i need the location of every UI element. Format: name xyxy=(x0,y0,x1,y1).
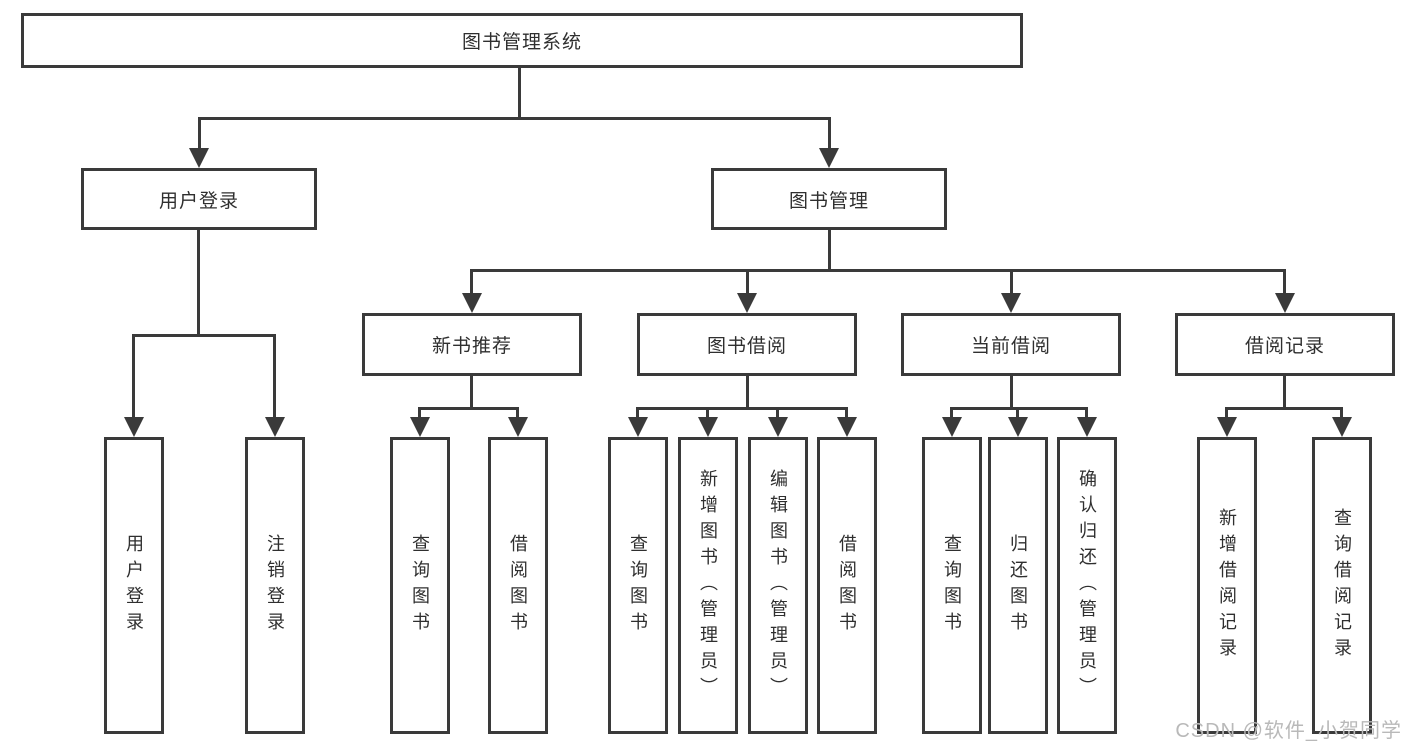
arrow-down-icon xyxy=(1008,417,1028,437)
connector-line xyxy=(746,376,749,408)
arrow-down-icon xyxy=(1001,293,1021,313)
arrow-down-icon xyxy=(410,417,430,437)
node-user-login: 用户登录 xyxy=(81,168,317,230)
connector-line xyxy=(1085,407,1088,418)
arrow-down-icon xyxy=(1077,417,1097,437)
connector-line xyxy=(776,407,779,418)
connector-line xyxy=(516,407,519,418)
arrow-down-icon xyxy=(628,417,648,437)
connector-line xyxy=(518,68,521,118)
connector-line xyxy=(636,407,848,410)
connector-line xyxy=(950,407,1088,410)
arrow-down-icon xyxy=(837,417,857,437)
connector-line xyxy=(470,269,1286,272)
leaf-edit-book-admin: 编辑图书（管理员） xyxy=(748,437,808,734)
leaf-user-login: 用户登录 xyxy=(104,437,164,734)
leaf-query-books-borrow: 查询图书 xyxy=(608,437,668,734)
leaf-query-books-current: 查询图书 xyxy=(922,437,982,734)
connector-line xyxy=(470,376,473,408)
connector-line xyxy=(470,269,473,294)
leaf-add-borrow-record: 新增借阅记录 xyxy=(1197,437,1257,734)
connector-line xyxy=(1010,376,1013,408)
connector-line xyxy=(273,334,276,418)
connector-line xyxy=(1225,407,1343,410)
connector-line xyxy=(132,334,135,418)
connector-line xyxy=(132,334,276,337)
connector-line xyxy=(1340,407,1343,418)
connector-line xyxy=(636,407,639,418)
leaf-return-book: 归还图书 xyxy=(988,437,1048,734)
arrow-down-icon xyxy=(698,417,718,437)
watermark: CSDN @软件_小贺同学 xyxy=(1175,720,1402,742)
connector-line xyxy=(1283,269,1286,294)
connector-line xyxy=(746,269,749,294)
connector-line xyxy=(1283,376,1286,408)
arrow-down-icon xyxy=(124,417,144,437)
connector-line xyxy=(845,407,848,418)
connector-line xyxy=(828,117,831,149)
connector-line xyxy=(198,117,831,120)
arrow-down-icon xyxy=(1275,293,1295,313)
connector-line xyxy=(197,230,200,335)
node-book-borrowing: 图书借阅 xyxy=(637,313,857,376)
connector-line xyxy=(706,407,709,418)
leaf-logout: 注销登录 xyxy=(245,437,305,734)
node-borrowing-records: 借阅记录 xyxy=(1175,313,1395,376)
leaf-confirm-return-admin: 确认归还（管理员） xyxy=(1057,437,1117,734)
arrow-down-icon xyxy=(737,293,757,313)
arrow-down-icon xyxy=(462,293,482,313)
connector-line xyxy=(418,407,421,418)
arrow-down-icon xyxy=(819,148,839,168)
arrow-down-icon xyxy=(1332,417,1352,437)
connector-line xyxy=(950,407,953,418)
arrow-down-icon xyxy=(942,417,962,437)
leaf-add-book-admin: 新增图书（管理员） xyxy=(678,437,738,734)
leaf-query-books-recommend: 查询图书 xyxy=(390,437,450,734)
leaf-borrow-books-recommend: 借阅图书 xyxy=(488,437,548,734)
connector-line xyxy=(198,117,201,149)
arrow-down-icon xyxy=(508,417,528,437)
arrow-down-icon xyxy=(265,417,285,437)
arrow-down-icon xyxy=(768,417,788,437)
arrow-down-icon xyxy=(189,148,209,168)
connector-line xyxy=(1016,407,1019,418)
arrow-down-icon xyxy=(1217,417,1237,437)
node-book-management: 图书管理 xyxy=(711,168,947,230)
node-current-borrowing: 当前借阅 xyxy=(901,313,1121,376)
node-new-book-recommendation: 新书推荐 xyxy=(362,313,582,376)
leaf-query-borrow-record: 查询借阅记录 xyxy=(1312,437,1372,734)
leaf-borrow-books: 借阅图书 xyxy=(817,437,877,734)
connector-line xyxy=(828,230,831,270)
connector-line xyxy=(1010,269,1013,294)
connector-line xyxy=(1225,407,1228,418)
node-library-management-system: 图书管理系统 xyxy=(21,13,1023,68)
connector-line xyxy=(418,407,519,410)
